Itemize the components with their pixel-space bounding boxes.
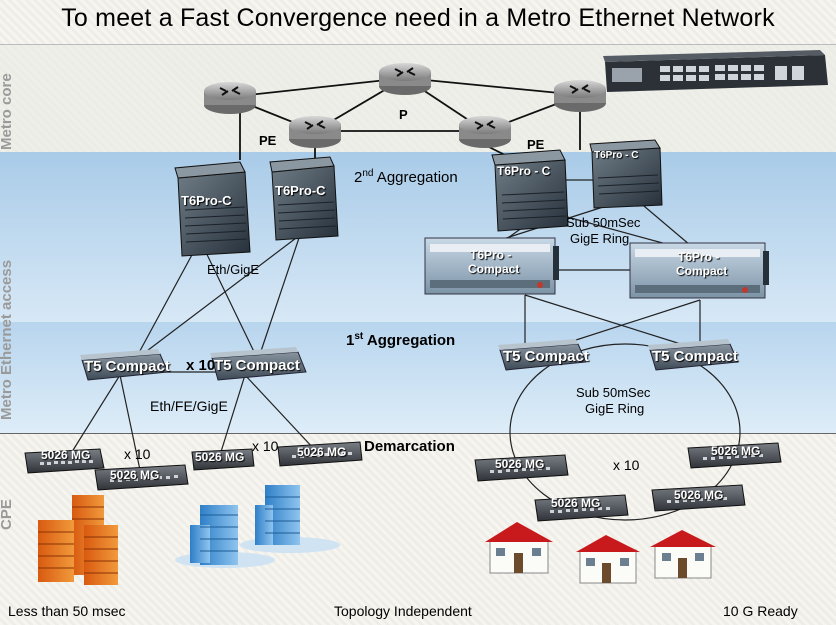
page-title: To meet a Fast Convergence need in a Met… bbox=[61, 4, 775, 32]
demarcation-line bbox=[0, 433, 836, 434]
aggregation-1-number: 1 bbox=[346, 332, 355, 349]
footer-center: Topology Independent bbox=[334, 603, 472, 619]
house-icon-2 bbox=[576, 535, 640, 584]
mg-label: 5026 MG bbox=[674, 488, 724, 502]
mg-unit-2 bbox=[94, 464, 189, 491]
t6pro-c-label: T6Pro-C bbox=[275, 183, 326, 198]
aggregation-2-text: Aggregation bbox=[373, 169, 458, 186]
aggregation-2-label: 2nd Aggregation bbox=[354, 168, 458, 186]
router-pe-left bbox=[289, 116, 341, 148]
metro-access-lower-band bbox=[0, 322, 836, 434]
aggregation-1-suffix: st bbox=[354, 331, 364, 342]
t6pro-compact-label: Compact bbox=[676, 264, 728, 278]
multiplier-label: x 10 bbox=[252, 438, 279, 454]
t6pro-c-chassis-3 bbox=[491, 149, 569, 232]
t5-compact-label: T5 Compact bbox=[84, 358, 170, 375]
t6pro-c-chassis-2 bbox=[269, 156, 339, 241]
t5-compact-4 bbox=[648, 339, 739, 371]
mg-label: 5026 MG bbox=[195, 450, 245, 464]
t6pro-compact-label: T6Pro - bbox=[678, 250, 720, 264]
multiplier-label: x 10 bbox=[124, 446, 151, 462]
router-core-3 bbox=[554, 80, 606, 112]
ring-bottom-label-line2: GigE Ring bbox=[585, 401, 645, 416]
router-core-1 bbox=[204, 82, 256, 114]
mg-label: 5026 MG bbox=[495, 457, 545, 471]
mg-unit-5 bbox=[474, 454, 569, 482]
pe-left-label: PE bbox=[259, 133, 277, 148]
t6pro-compact-label: Compact bbox=[468, 262, 520, 276]
rack-switch-photo bbox=[603, 50, 828, 92]
ring-top-label-line2: GigE Ring bbox=[570, 231, 630, 246]
t5-compact-label: T5 Compact bbox=[214, 357, 300, 374]
pe-right-label: PE bbox=[527, 137, 545, 152]
mg-unit-6 bbox=[687, 442, 782, 469]
aggregation-2-suffix: nd bbox=[362, 168, 374, 179]
t6pro-c-label: T6Pro-C bbox=[181, 193, 232, 208]
house-icon-3 bbox=[650, 530, 716, 579]
house-icon-1 bbox=[485, 522, 553, 574]
aggregation-1-text: Aggregation bbox=[363, 332, 456, 349]
t6pro-c-chassis-1 bbox=[174, 161, 251, 257]
zone-divider bbox=[0, 44, 836, 45]
router-core-p bbox=[379, 63, 431, 95]
t5-compact-label: T5 Compact bbox=[503, 348, 589, 365]
multiplier-label: x 10 bbox=[613, 457, 640, 473]
t6pro-c-chassis-4 bbox=[589, 139, 663, 209]
mg-unit-8 bbox=[651, 484, 746, 512]
orange-buildings-icon bbox=[38, 495, 118, 585]
t5-compact-1 bbox=[80, 349, 169, 381]
footer-right: 10 G Ready bbox=[723, 603, 798, 619]
mg-label: 5026 MG bbox=[551, 496, 601, 510]
t5-compact-2 bbox=[210, 347, 307, 381]
eth-gige-label: Eth/GigE bbox=[207, 262, 260, 277]
t6pro-compact-label: T6Pro - bbox=[470, 248, 512, 262]
t6pro-c-label: T6Pro - C bbox=[594, 150, 639, 161]
eth-fe-gige-label: Eth/FE/GigE bbox=[150, 398, 228, 414]
gige-ring-bottom bbox=[509, 343, 741, 521]
mg-unit-7 bbox=[534, 494, 629, 522]
ring-bottom-label-line1: Sub 50mSec bbox=[576, 385, 651, 400]
t6pro-c-label: T6Pro - C bbox=[497, 164, 551, 178]
mg-label: 5026 MG bbox=[711, 444, 761, 458]
p-label: P bbox=[399, 107, 408, 122]
demarcation-label: Demarcation bbox=[364, 438, 455, 455]
multiplier-label: x 10 bbox=[186, 357, 216, 374]
ring-top-label-line1: Sub 50mSec bbox=[566, 215, 641, 230]
mg-unit-1 bbox=[24, 448, 105, 474]
mg-label: 5026 MG bbox=[110, 468, 160, 482]
t6pro-compact-2 bbox=[629, 242, 769, 299]
t6pro-compact-1 bbox=[424, 237, 559, 295]
mg-unit-3 bbox=[191, 448, 255, 471]
aggregation-1-label: 1st Aggregation bbox=[346, 331, 455, 349]
mg-label: 5026 MG bbox=[297, 445, 347, 459]
aggregation-2-number: 2 bbox=[354, 169, 363, 186]
router-pe-right bbox=[459, 116, 511, 148]
t5-compact-label: T5 Compact bbox=[652, 348, 738, 365]
blue-buildings-icon bbox=[175, 485, 340, 568]
mg-label: 5026 MG bbox=[41, 448, 91, 462]
mg-unit-4 bbox=[277, 441, 363, 467]
footer-left: Less than 50 msec bbox=[8, 603, 126, 619]
t5-compact-3 bbox=[498, 339, 587, 371]
